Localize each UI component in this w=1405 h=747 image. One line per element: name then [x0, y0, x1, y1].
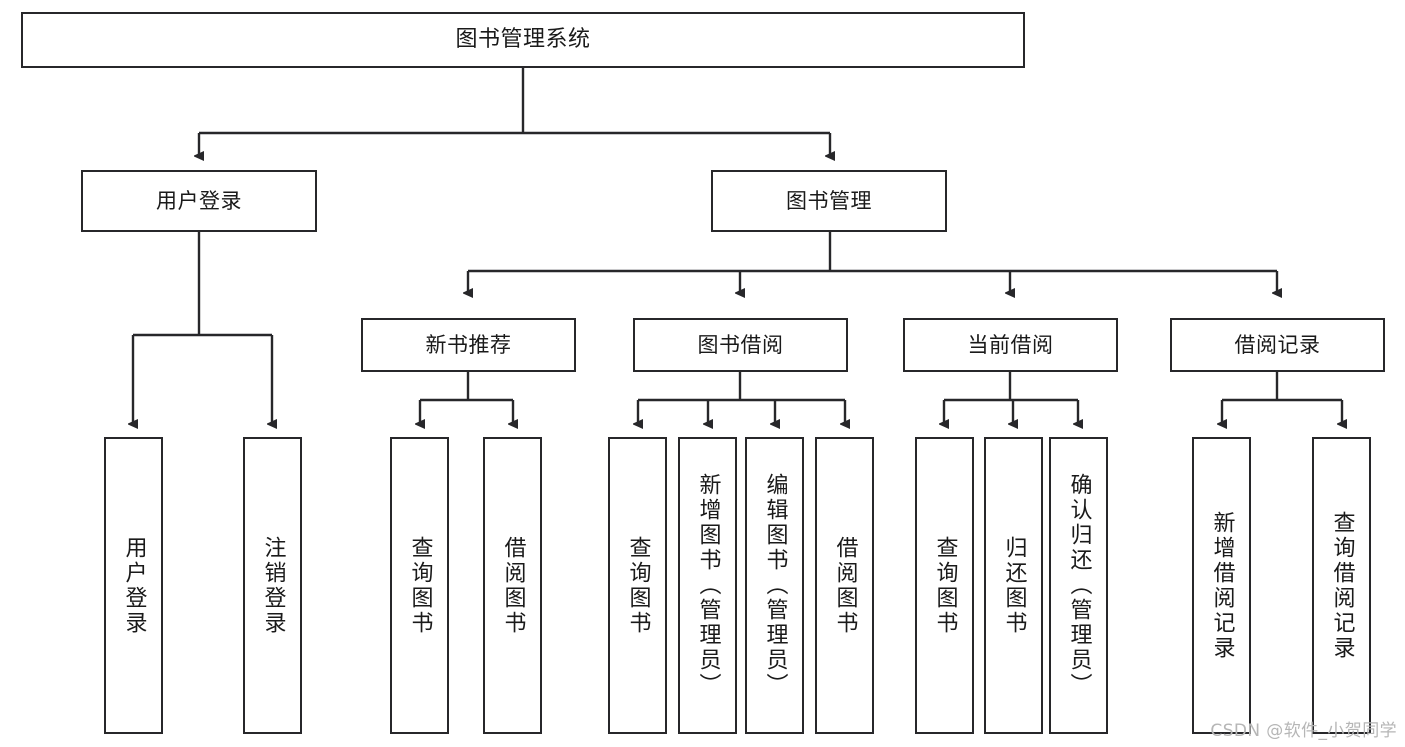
node-label: 借阅记录 [1234, 332, 1321, 357]
node-book-borrow[interactable]: 图书借阅 [633, 318, 848, 372]
leaf-record-add-record[interactable]: 新增借阅记录 [1192, 437, 1251, 734]
node-label: 新增借阅记录 [1209, 510, 1235, 661]
node-label: 查询图书 [625, 535, 651, 636]
leaf-borrow-edit-book-admin[interactable]: 编辑图书（管理员） [745, 437, 804, 734]
node-label: 查询图书 [932, 535, 958, 636]
leaf-user-login-login[interactable]: 用户登录 [104, 437, 163, 734]
node-label: 确认归还（管理员） [1066, 473, 1092, 698]
node-label: 用户登录 [121, 535, 147, 636]
node-borrow-record[interactable]: 借阅记录 [1170, 318, 1385, 372]
node-label: 查询借阅记录 [1329, 510, 1355, 661]
node-label: 用户登录 [156, 188, 242, 213]
node-label: 注销登录 [260, 535, 286, 636]
node-label: 借阅图书 [832, 535, 858, 636]
leaf-new-book-query[interactable]: 查询图书 [390, 437, 449, 734]
node-label: 归还图书 [1001, 535, 1027, 636]
leaf-current-return-book[interactable]: 归还图书 [984, 437, 1043, 734]
node-label: 借阅图书 [500, 535, 526, 636]
node-label: 图书借阅 [697, 332, 784, 357]
node-root-book-management-system[interactable]: 图书管理系统 [21, 12, 1025, 68]
leaf-borrow-borrow-book[interactable]: 借阅图书 [815, 437, 874, 734]
leaf-current-confirm-return-admin[interactable]: 确认归还（管理员） [1049, 437, 1108, 734]
node-label: 图书管理系统 [455, 27, 591, 53]
leaf-record-query-record[interactable]: 查询借阅记录 [1312, 437, 1371, 734]
leaf-borrow-query-book[interactable]: 查询图书 [608, 437, 667, 734]
node-label: 查询图书 [407, 535, 433, 636]
node-label: 编辑图书（管理员） [762, 473, 788, 698]
node-user-login[interactable]: 用户登录 [81, 170, 317, 232]
node-current-borrow[interactable]: 当前借阅 [903, 318, 1118, 372]
node-label: 新书推荐 [425, 332, 512, 357]
node-label: 当前借阅 [967, 332, 1054, 357]
leaf-new-book-borrow[interactable]: 借阅图书 [483, 437, 542, 734]
node-book-management[interactable]: 图书管理 [711, 170, 947, 232]
leaf-user-login-logout[interactable]: 注销登录 [243, 437, 302, 734]
node-label: 图书管理 [786, 188, 872, 213]
node-label: 新增图书（管理员） [695, 473, 721, 698]
leaf-borrow-add-book-admin[interactable]: 新增图书（管理员） [678, 437, 737, 734]
leaf-current-query-book[interactable]: 查询图书 [915, 437, 974, 734]
node-new-book-recommend[interactable]: 新书推荐 [361, 318, 576, 372]
